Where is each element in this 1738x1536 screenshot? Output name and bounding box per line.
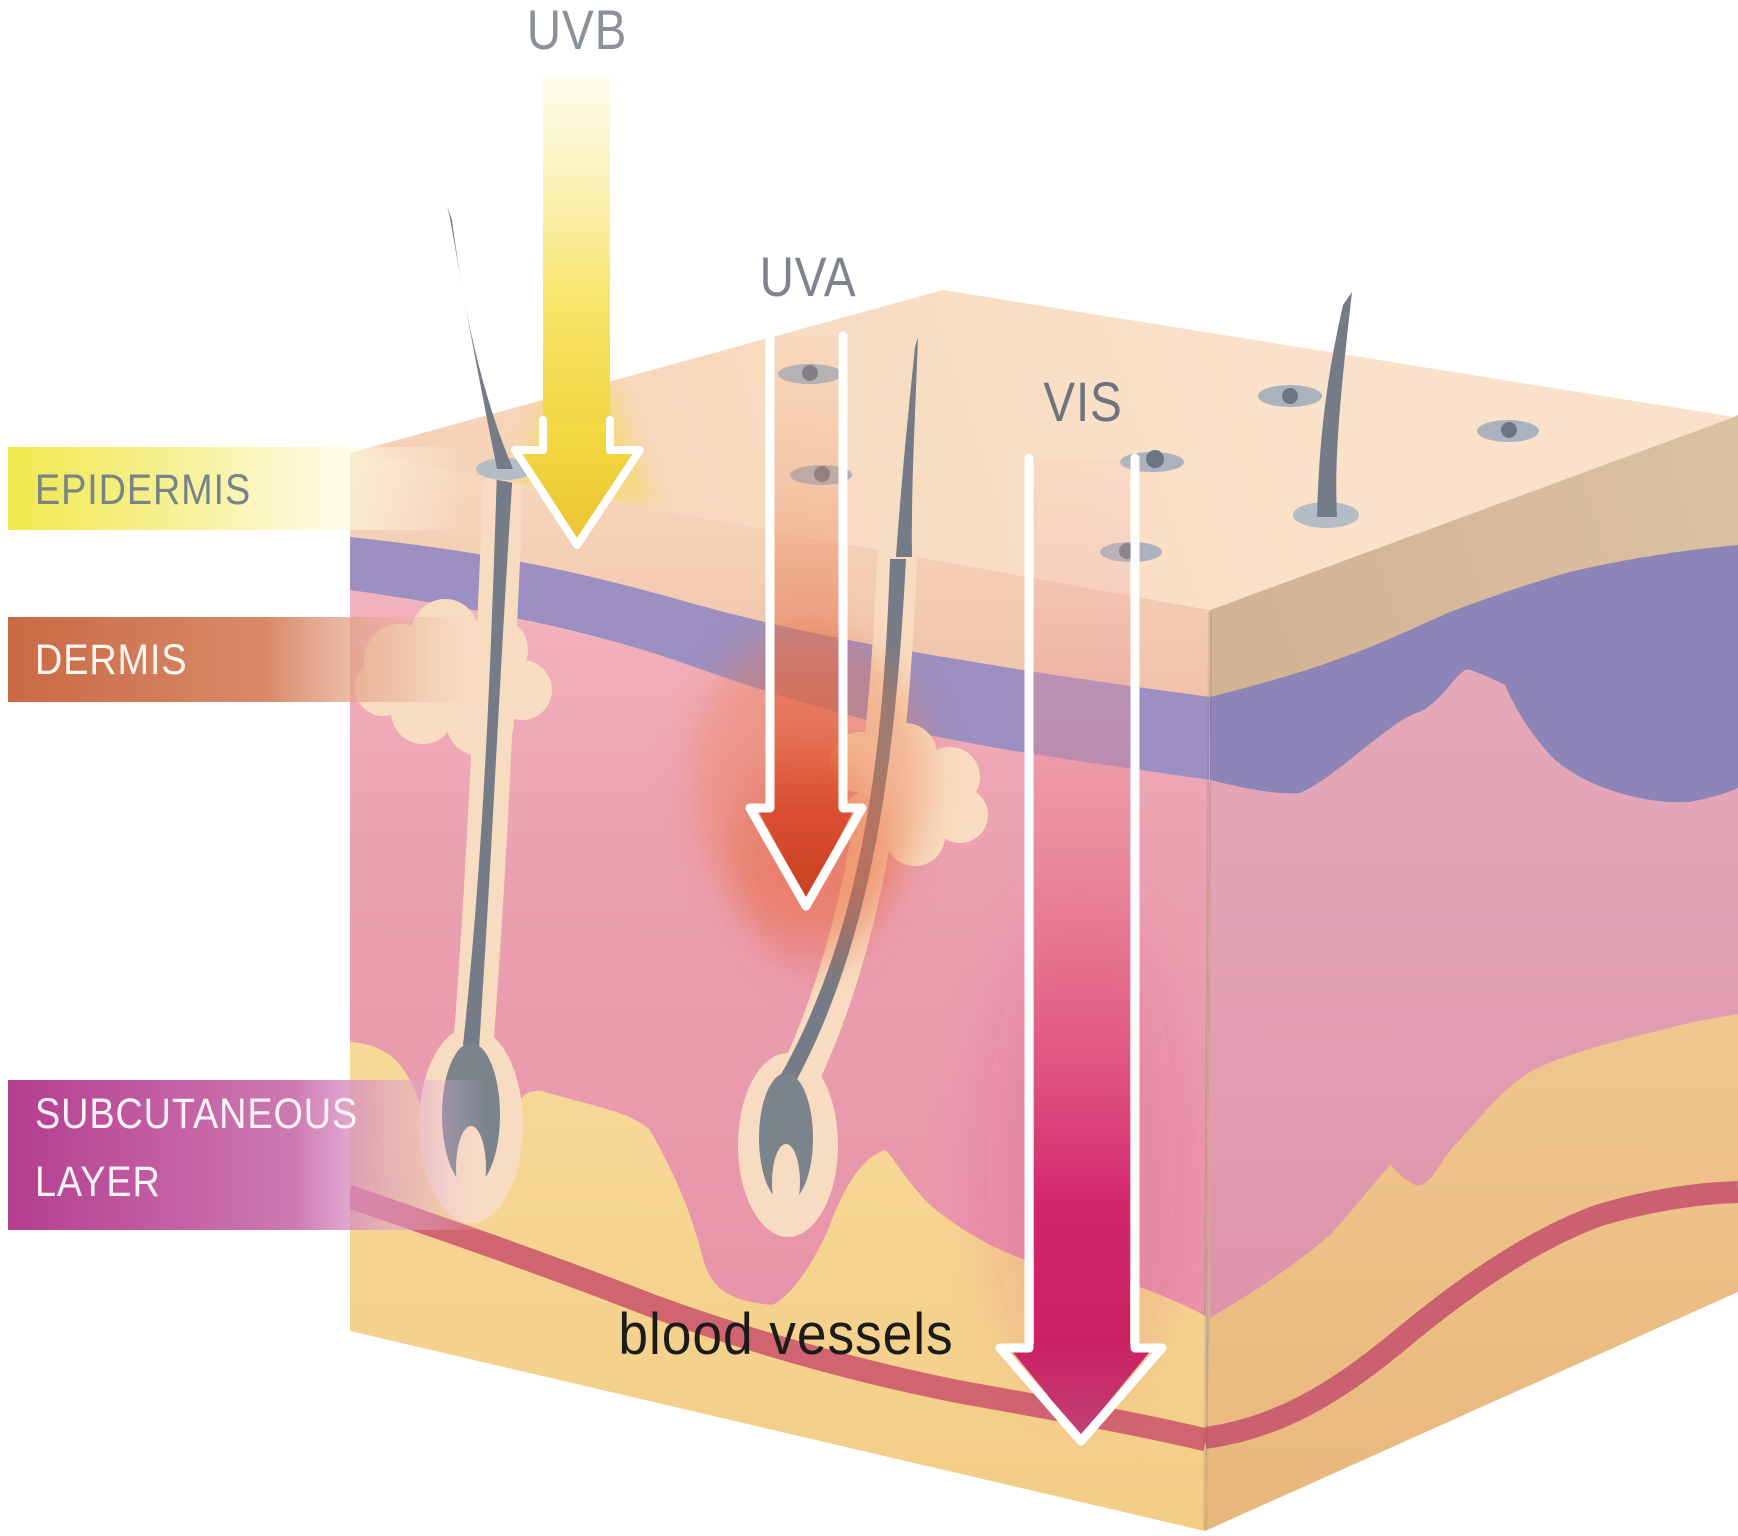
blood-vessel: [1205, 1181, 1738, 1449]
dermis-label-band: [8, 617, 480, 702]
vis-outline: [995, 453, 1167, 1446]
hair-shaft: [463, 470, 513, 1048]
epidermis-label: EPIDERMIS: [35, 465, 251, 514]
uva-fill: [755, 336, 857, 901]
hair: [1317, 292, 1352, 517]
hair-papilla: [772, 1144, 800, 1220]
hair-bulb: [759, 1073, 813, 1203]
hair-shaft: [775, 559, 906, 1094]
block-corner-edge: [1203, 611, 1212, 1530]
uvb-arrowhead-outline: [511, 416, 644, 549]
epidermis-label-band: [8, 447, 465, 530]
uva-outline: [745, 331, 867, 911]
pore: [1477, 420, 1539, 442]
uva-ray-label: UVA: [760, 246, 857, 308]
layer-labels: EPIDERMIS DERMIS SUBCUTANEOUS LAYER: [8, 447, 485, 1230]
dermis-label: DERMIS: [35, 635, 187, 684]
hairs: [447, 206, 1352, 557]
vis-ray-label: VIS: [1043, 371, 1122, 433]
right-face-basal-purple-layer: [1210, 545, 1738, 803]
skin-top-face: [350, 290, 1738, 610]
subcutaneous-label-line2: LAYER: [35, 1157, 161, 1206]
skin-block: [350, 206, 1738, 1531]
uva-arrow: [745, 331, 867, 911]
pore: [1258, 385, 1322, 407]
subcutaneous-label-line1: SUBCUTANEOUS: [35, 1089, 358, 1138]
uvb-beam: [543, 77, 610, 432]
right-face-dermis-layer: [1210, 669, 1738, 1318]
hair: [447, 206, 513, 469]
vis-arrow: [995, 453, 1167, 1446]
subcutaneous-label-band: [8, 1080, 485, 1230]
uvb-arrow: [511, 77, 644, 549]
blood-vessels-label: blood vessels: [618, 1302, 953, 1367]
vis-fill: [1006, 460, 1156, 1436]
uvb-ray-label: UVB: [527, 0, 627, 62]
hair: [896, 337, 918, 557]
